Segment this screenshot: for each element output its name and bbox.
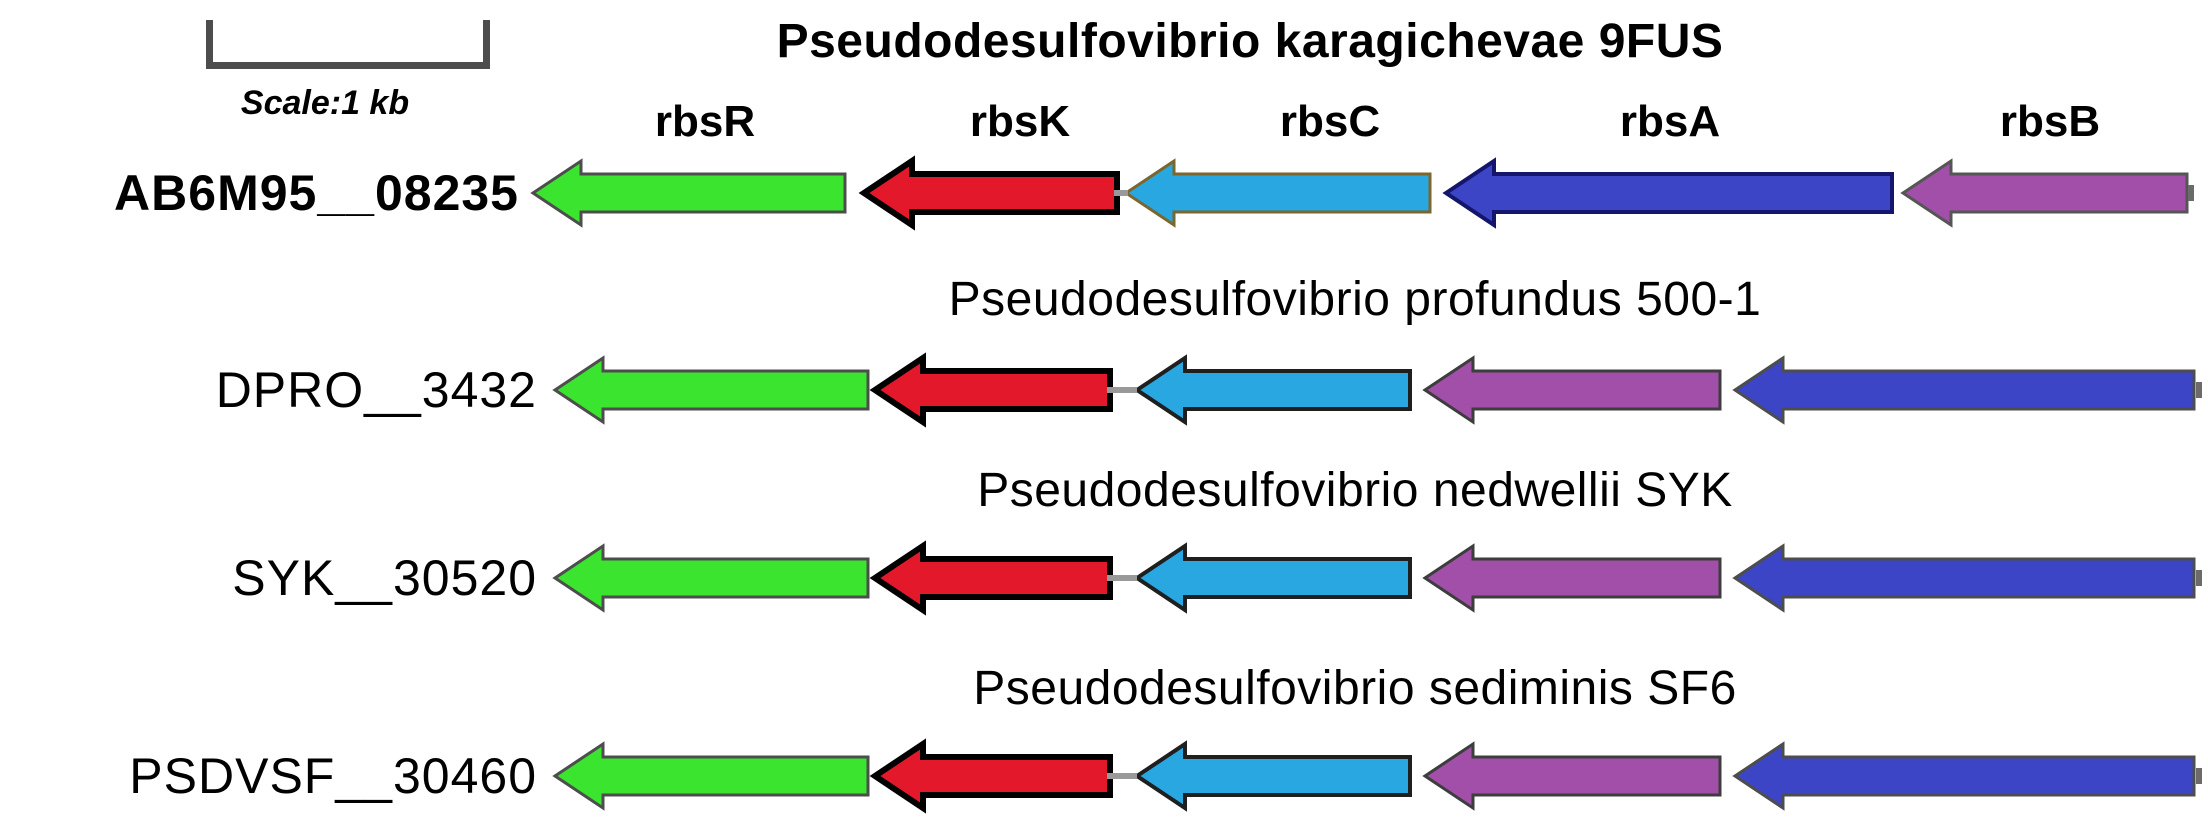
gene-arrow-rbsC [1133, 542, 1412, 614]
gene-arrow-rbsB [1900, 158, 2189, 228]
gene-arrow-rbsK [869, 540, 1113, 616]
locus-tag: AB6M95__08235 [114, 165, 519, 221]
gene-label-rbsK: rbsK [969, 97, 1071, 146]
gene-arrow-rbsR [552, 543, 870, 613]
gene-arrow-rbsR [552, 355, 870, 425]
gene-arrow-rbsR [552, 741, 870, 811]
locus-tag: DPRO__3432 [215, 362, 537, 418]
gene-arrow-rbsA [1732, 355, 2196, 425]
species-title: Pseudodesulfovibrio nedwellii SYK [977, 464, 1733, 517]
gene-arrow-rbsK [869, 352, 1113, 428]
gene-label-rbsB: rbsB [1999, 97, 2101, 146]
gene-connector-line [1114, 190, 1128, 196]
gene-arrow-rbsC [1123, 158, 1432, 228]
gene-arrow-rbsK [858, 155, 1120, 231]
gene-arrow-rbsR [530, 158, 847, 228]
gene-arrow-rbsA [1732, 741, 2196, 811]
gene-arrow-rbsC [1133, 354, 1412, 426]
gene-label-rbsA: rbsA [1619, 97, 1721, 146]
cluster-end-tick [2196, 382, 2202, 398]
locus-tag: PSDVSF__30460 [129, 748, 537, 804]
gene-arrow-rbsA [1442, 157, 1894, 229]
gene-arrow-rbsA [1732, 543, 2196, 613]
gene-arrow-rbsK [869, 738, 1113, 814]
gene-label-rbsC: rbsC [1279, 97, 1381, 146]
scale-bar-bracket [206, 20, 490, 69]
species-title: Pseudodesulfovibrio sediminis SF6 [973, 662, 1737, 715]
locus-tag: SYK__30520 [232, 550, 537, 606]
gene-arrow-rbsB [1422, 355, 1722, 425]
gene-connector-line [1107, 387, 1137, 393]
scale-bar-label: Scale:1 kb [240, 84, 410, 122]
gene-arrow-rbsB [1422, 543, 1722, 613]
cluster-end-tick [2196, 768, 2202, 784]
gene-arrow-rbsC [1133, 740, 1412, 812]
gene-connector-line [1107, 773, 1137, 779]
cluster-end-tick [2188, 185, 2194, 201]
gene-connector-line [1107, 575, 1137, 581]
species-title: Pseudodesulfovibrio karagichevae 9FUS [776, 15, 1724, 68]
gene-arrow-rbsB [1422, 741, 1722, 811]
gene-label-rbsR: rbsR [654, 97, 756, 146]
cluster-end-tick [2196, 570, 2202, 586]
species-title: Pseudodesulfovibrio profundus 500-1 [948, 273, 1762, 326]
